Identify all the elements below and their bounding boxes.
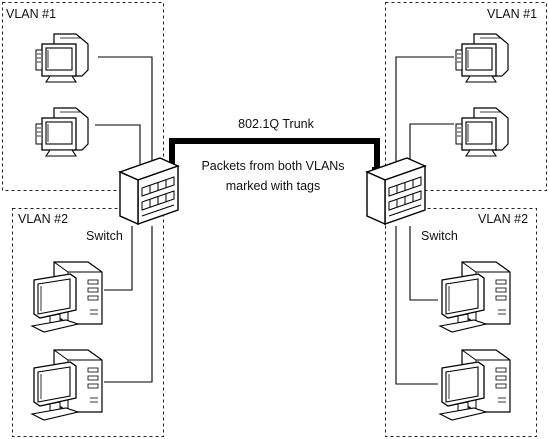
link-right-vlan1-host1	[395, 56, 454, 168]
vlan2-right-label: VLAN #2	[478, 212, 528, 226]
vlan1-right-host1-monitor-icon	[455, 33, 509, 83]
packets-label-line2: marked with tags	[226, 179, 320, 193]
link-left-vlan1-host2	[95, 124, 141, 172]
switch-right-label: Switch	[421, 229, 458, 243]
link-right-vlan1-host2	[409, 123, 454, 168]
vlan2-left-label: VLAN #2	[18, 212, 68, 226]
vlan1-left-zone	[2, 2, 164, 191]
vlan1-left-host2-monitor-icon	[35, 107, 89, 157]
link-left-vlan2-host1	[104, 226, 133, 291]
vlan2-left-host2-pc-icon	[31, 349, 103, 421]
vlan1-left-label: VLAN #1	[6, 7, 56, 21]
vlan1-right-host2-monitor-icon	[455, 107, 509, 157]
link-left-vlan1-host1	[98, 56, 153, 168]
link-left-vlan2-host2	[104, 226, 153, 383]
vlan2-left-host1-pc-icon	[31, 261, 103, 333]
vlan1-left-host1-monitor-icon	[35, 33, 89, 83]
vlan2-right-zone	[385, 208, 537, 437]
switch-left-label: Switch	[86, 229, 123, 243]
vlan2-right-host1-pc-icon	[439, 261, 511, 333]
vlan1-right-label: VLAN #1	[487, 7, 537, 21]
packets-label-line1: Packets from both VLANs	[201, 159, 344, 173]
vlan1-right-zone	[385, 2, 547, 191]
switch-left-icon	[119, 157, 179, 225]
host-links	[95, 56, 454, 385]
link-right-vlan2-host1	[409, 226, 438, 301]
link-right-vlan2-host2	[395, 226, 438, 385]
vlan2-left-zone	[12, 208, 164, 437]
vlan2-right-host2-pc-icon	[439, 349, 511, 421]
trunk-label: 802.1Q Trunk	[238, 117, 314, 131]
